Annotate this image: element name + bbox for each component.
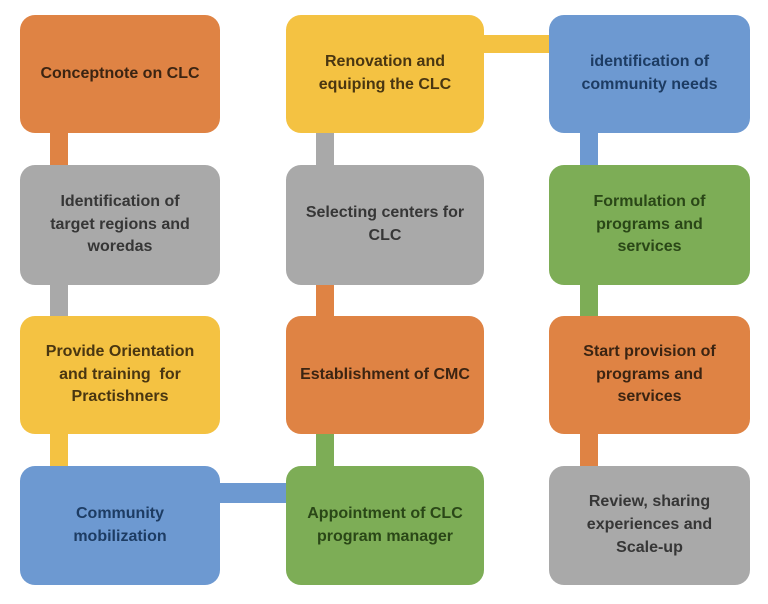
connector-target-regions-to-orientation	[50, 280, 68, 322]
node-community-mobilization: Community mobilization	[20, 466, 220, 585]
connector-renovation-to-selecting-centers	[316, 128, 334, 170]
connector-community-needs-to-formulation	[580, 128, 598, 170]
node-formulation-of-programs-services: Formulation of programs and services	[549, 165, 750, 285]
node-provide-orientation-and-training: Provide Orientation and training for Pra…	[20, 316, 220, 434]
connector-formulation-to-start-provision	[580, 280, 598, 322]
connector-conceptnote-to-target-regions	[50, 128, 68, 170]
node-selecting-centers-for-clc: Selecting centers for CLC	[286, 165, 484, 285]
connector-start-provision-to-review	[580, 429, 598, 471]
node-identification-of-community-needs: identification of community needs	[549, 15, 750, 133]
node-appointment-of-clc-program-manager: Appointment of CLC program manager	[286, 466, 484, 585]
node-establishment-of-cmc: Establishment of CMC	[286, 316, 484, 434]
connector-cmc-to-program-manager	[316, 429, 334, 471]
connector-renovation-to-community-needs	[478, 35, 556, 53]
node-identification-of-target-regions: Identification of target regions and wor…	[20, 165, 220, 285]
node-review-sharing-experiences: Review, sharing experiences and Scale-up	[549, 466, 750, 585]
connector-orientation-to-mobilization	[50, 429, 68, 471]
connector-mobilization-to-program-manager	[214, 483, 292, 503]
node-conceptnote-on-clc: Conceptnote on CLC	[20, 15, 220, 133]
node-renovation-and-equiping-the-clc: Renovation and equiping the CLC	[286, 15, 484, 133]
connector-selecting-centers-to-cmc	[316, 280, 334, 322]
node-start-provision-of-programs: Start provision of programs and services	[549, 316, 750, 434]
